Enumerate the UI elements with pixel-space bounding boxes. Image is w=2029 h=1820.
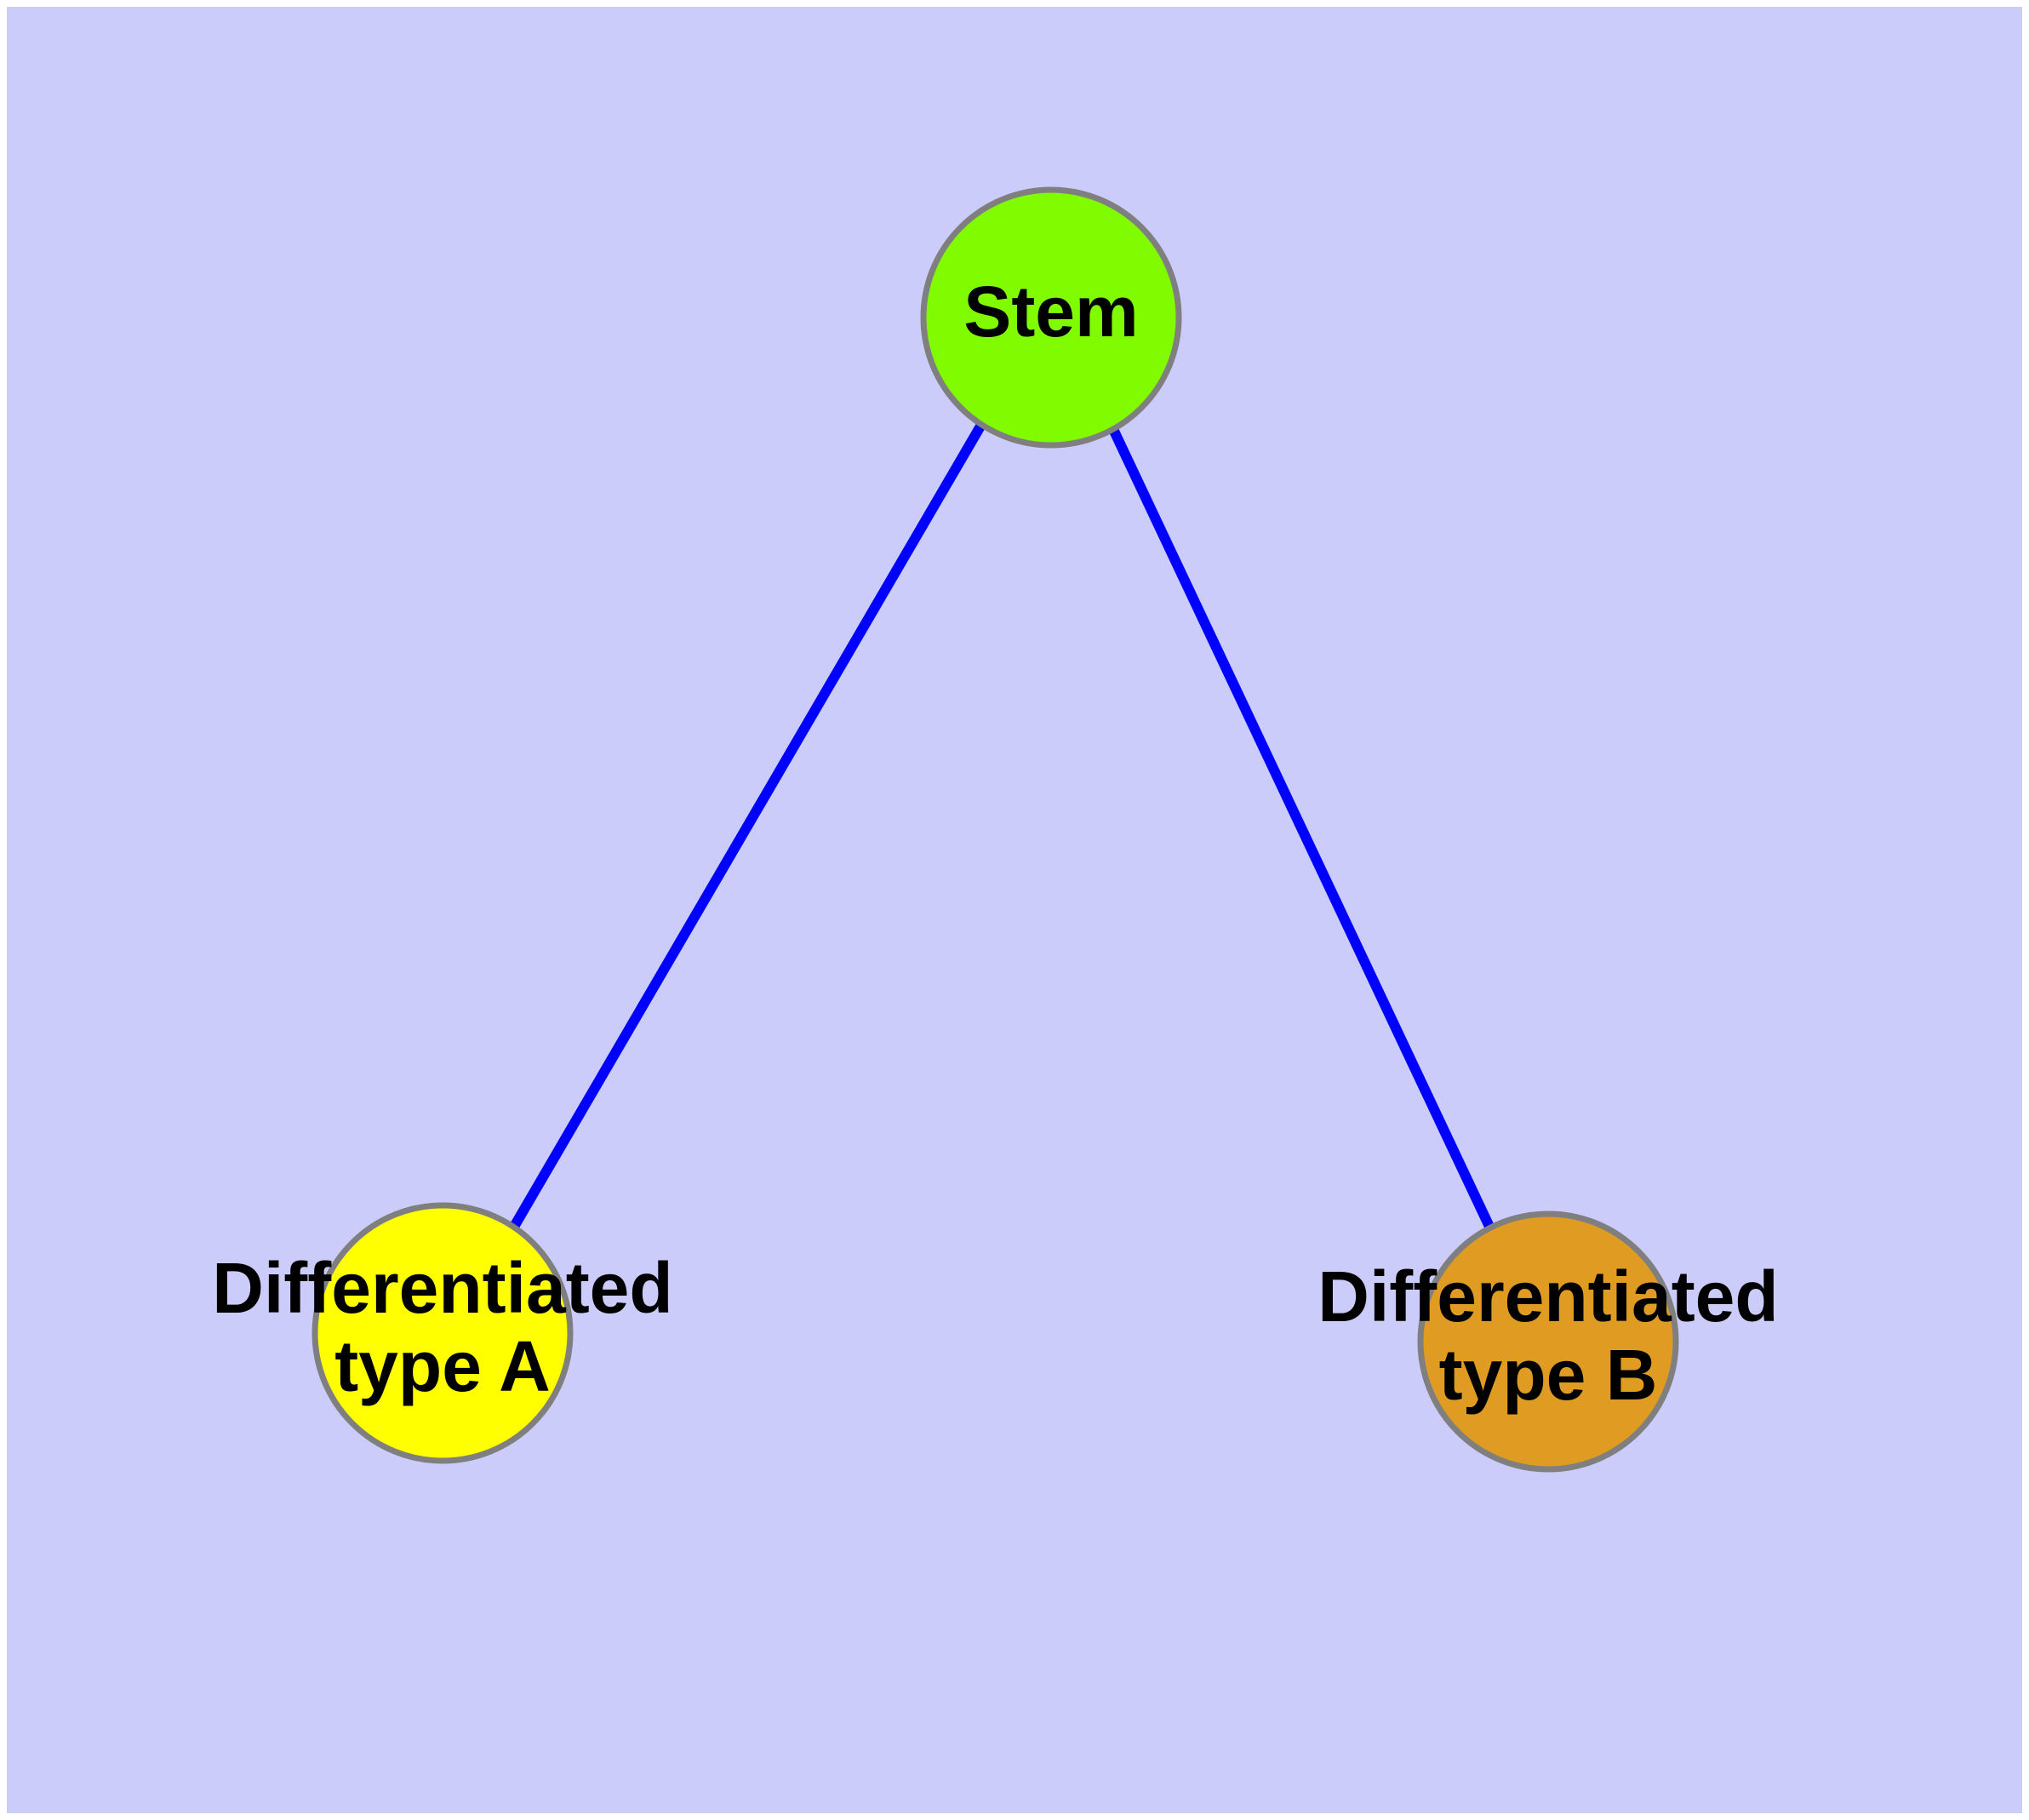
label-line: type A	[334, 1326, 551, 1406]
node-differentiated-type-a-circle[interactable]	[311, 1202, 574, 1464]
label-line: Differentiated	[1317, 1256, 1778, 1336]
edge-stem-to-differentiated-type-a[interactable]	[509, 421, 986, 1230]
label-line: type B	[1439, 1335, 1658, 1415]
nodes-group	[311, 186, 1679, 1473]
node-stem-circle[interactable]	[920, 186, 1182, 449]
label-line: Differentiated	[212, 1248, 672, 1328]
label-line: Stem	[963, 272, 1138, 352]
node-differentiated-type-a[interactable]	[311, 1202, 574, 1464]
node-stem[interactable]	[920, 186, 1182, 449]
edge-stem-to-differentiated-type-b[interactable]	[1107, 425, 1495, 1231]
node-stem-label: Stem	[963, 272, 1138, 352]
edges-group	[509, 421, 1495, 1231]
node-differentiated-type-b[interactable]	[1417, 1210, 1679, 1473]
node-differentiated-type-b-circle[interactable]	[1417, 1210, 1679, 1473]
